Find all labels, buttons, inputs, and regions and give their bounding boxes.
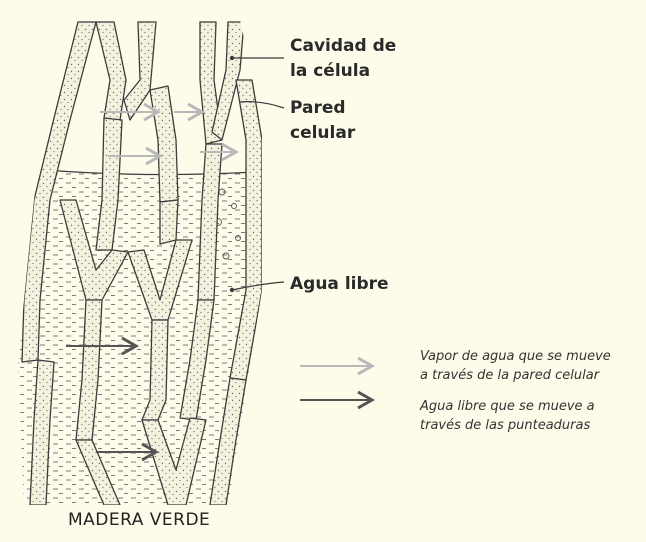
cell-wall-label: Pared celular <box>290 98 356 143</box>
water-leader <box>231 281 285 291</box>
cell-wall <box>96 118 122 250</box>
cell-wall <box>212 22 244 140</box>
cell-wall <box>96 22 126 120</box>
cell-wall <box>180 300 214 420</box>
figure-caption: MADERA VERDE <box>68 510 211 530</box>
legend-vapor-text: Vapor de agua que se mueve a través de l… <box>420 349 611 383</box>
cell-wall <box>76 440 120 505</box>
water-arrows <box>66 336 160 462</box>
vapor-arrows <box>100 102 240 166</box>
cell-walls <box>21 21 262 505</box>
cell-wall <box>230 80 262 380</box>
cell-wall <box>142 418 206 505</box>
legend-arrows <box>300 356 376 410</box>
cell-wall <box>30 360 54 505</box>
cell-wall <box>160 200 178 244</box>
cell-cavity-label: Cavidad de la célula <box>290 36 397 81</box>
cell-wall <box>198 144 222 300</box>
cell-wall <box>76 300 102 440</box>
cell-wall <box>128 240 192 320</box>
cell-wall <box>210 378 246 505</box>
cell-wall <box>142 320 168 420</box>
cell-wall <box>60 200 128 300</box>
callout-lines <box>229 55 285 293</box>
cell-wall <box>22 22 96 362</box>
wall-leader <box>239 101 285 109</box>
cell-wall <box>124 22 156 120</box>
legend-water-text: Agua libre que se mueve a través de las … <box>420 399 595 433</box>
free-water-label: Agua libre <box>290 274 389 294</box>
